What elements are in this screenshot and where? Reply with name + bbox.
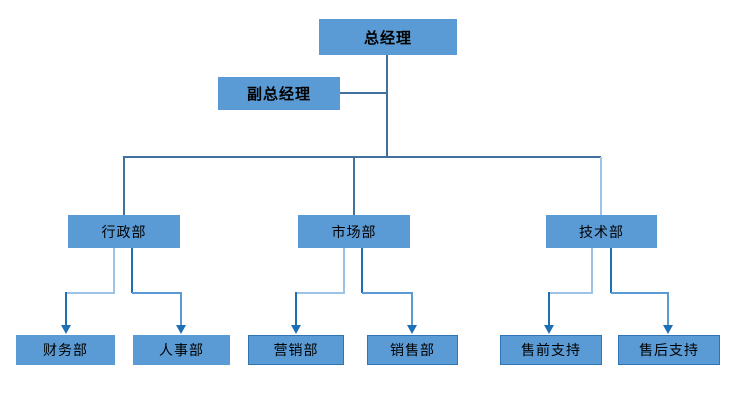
node-marketing-dept[interactable]: 营销部 <box>248 335 344 365</box>
node-finance-dept[interactable]: 财务部 <box>16 335 115 365</box>
node-aftersales-support[interactable]: 售后支持 <box>618 335 720 365</box>
connector-admin-hr <box>132 292 182 326</box>
node-sales-dept[interactable]: 销售部 <box>367 335 458 365</box>
node-presales-support[interactable]: 售前支持 <box>500 335 602 365</box>
connector-admin-finance <box>66 248 115 294</box>
connector-tech-presales <box>549 248 593 294</box>
arrowhead-marketing <box>291 325 301 334</box>
arrowhead-presales <box>544 325 554 334</box>
arrowhead-hr <box>176 325 186 334</box>
node-deputy-general-manager[interactable]: 副总经理 <box>218 77 340 110</box>
node-general-manager[interactable]: 总经理 <box>319 19 457 55</box>
arrowhead-aftersales <box>663 325 673 334</box>
connector-market-sales <box>362 292 413 326</box>
node-admin-dept[interactable]: 行政部 <box>68 215 180 248</box>
node-hr-dept[interactable]: 人事部 <box>133 335 230 365</box>
arrowhead-sales <box>407 325 417 334</box>
arrowhead-finance <box>61 325 71 334</box>
node-tech-dept[interactable]: 技术部 <box>546 215 657 248</box>
connector-tech-aftersales <box>611 292 669 326</box>
node-market-dept[interactable]: 市场部 <box>298 215 410 248</box>
connector-market-marketing <box>296 248 345 294</box>
